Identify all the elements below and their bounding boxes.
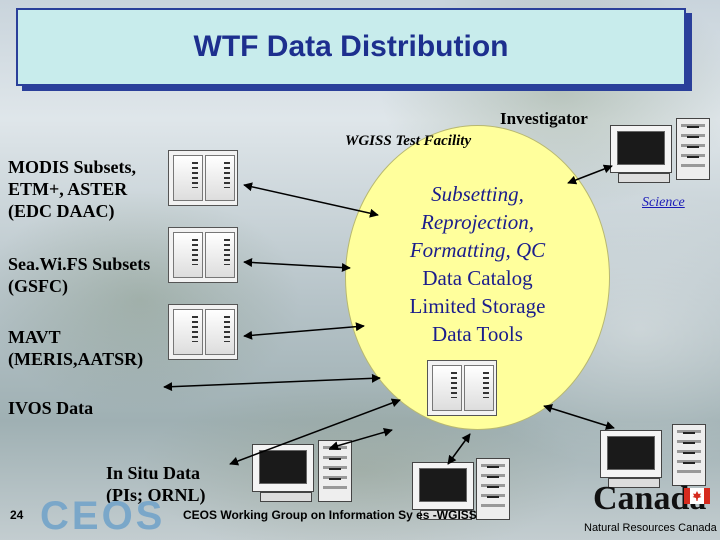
double-arrow-icon [447,433,471,465]
seawifs-line: Sea.Wi.FS Subsets [8,254,151,274]
double-arrow-icon [543,404,615,430]
modis-line: (EDC DAAC) [8,201,115,221]
circle-line: Limited Storage [409,294,546,318]
circle-line: Subsetting, [431,182,524,206]
server-rack-icon [168,304,238,360]
mavt-line: (MERIS,AATSR) [8,349,144,369]
computer-tower-icon [672,424,706,486]
seawifs-line: (GSFC) [8,276,68,296]
insitu-line: (PIs; ORNL) [106,485,206,505]
computer-tower-icon [318,440,352,502]
canada-flag-icon [684,488,710,504]
page-title: WTF Data Distribution [193,30,509,63]
wgiss-facility-label: WGISS Test Facility [345,133,472,149]
insitu-line: In Situ Data [106,463,201,483]
insitu-label: In Situ Data (PIs; ORNL) [106,462,206,506]
double-arrow-icon [243,322,365,340]
modis-line: ETM+, ASTER [8,179,128,199]
desktop-computer-icon [252,444,318,506]
desktop-computer-icon [610,125,676,187]
server-rack-icon [168,150,238,206]
desktop-computer-icon [412,462,478,524]
desktop-computer-icon [600,430,666,492]
circle-line: Reprojection, [421,210,534,234]
circle-text: Subsetting, Reprojection, Formatting, QC… [380,180,575,348]
ivos-label: IVOS Data [8,398,94,418]
footer-org-text: CEOS Working Group on Information Sy es … [183,508,477,522]
computer-tower-icon [476,458,510,520]
computer-tower-icon [676,118,710,180]
double-arrow-icon [243,257,351,273]
circle-line: Data Catalog [422,266,533,290]
mavt-label: MAVT (MERIS,AATSR) [8,326,143,370]
nrc-label: Natural Resources Canada [584,522,717,534]
circle-line: Data Tools [432,322,523,346]
investigator-label: Investigator [500,109,588,128]
mavt-line: MAVT [8,327,61,347]
seawifs-label: Sea.Wi.FS Subsets (GSFC) [8,253,150,297]
page-number: 24 [10,508,24,522]
circle-line: Formatting, QC [409,238,546,262]
double-arrow-icon [163,373,381,392]
server-rack-icon [427,360,497,416]
server-rack-icon [168,227,238,283]
modis-label: MODIS Subsets, ETM+, ASTER (EDC DAAC) [8,156,136,222]
science-link[interactable]: Science [642,195,685,210]
modis-line: MODIS Subsets, [8,157,137,177]
title-box: WTF Data Distribution [16,8,686,86]
ceos-logo: CEOS [40,494,166,538]
